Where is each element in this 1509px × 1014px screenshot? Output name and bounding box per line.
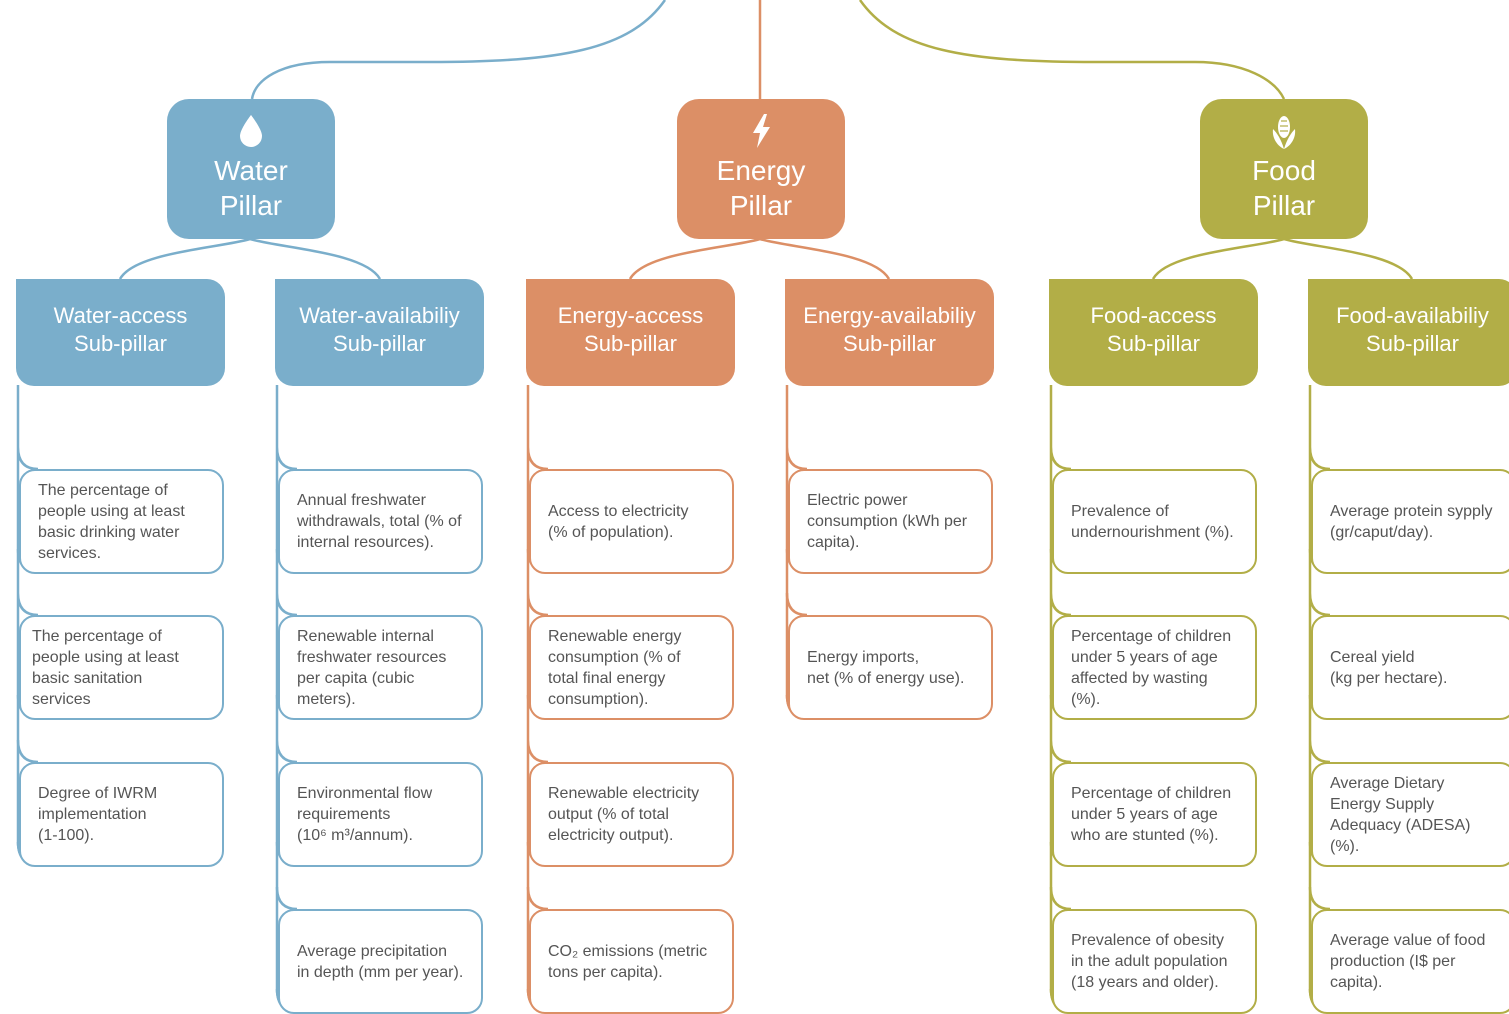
indicator-text: Percentage of children under 5 years of … — [1071, 627, 1232, 708]
water-drop-icon — [240, 115, 262, 147]
indicator-box: Renewable energy consumption (% of total… — [529, 615, 734, 720]
indicator-text: Energy imports, net (% of energy use). — [807, 648, 965, 687]
indicator-box: Degree of IWRM implementation (1-100). — [19, 762, 224, 867]
subpillar-sublabel: Sub-pillar — [843, 331, 936, 356]
indicator-box: Annual freshwater withdrawals, total (% … — [278, 469, 483, 574]
indicator-text: Average Dietary Energy Supply Adequacy (… — [1330, 774, 1471, 855]
subpillar-food-availability: Food-availabiliy Sub-pillar — [1308, 279, 1509, 386]
connector-column-1 — [275, 385, 298, 911]
corn-icon — [1272, 116, 1296, 149]
indicator-box: Access to electricity (% of population). — [529, 469, 734, 574]
subpillar-label: Energy-availabiliy — [803, 303, 976, 328]
connector-pillar-energy-right — [759, 237, 891, 280]
water-pillar-line1: Water — [214, 155, 288, 186]
indicator-box: Prevalence of obesity in the adult popul… — [1052, 909, 1257, 1014]
indicator-box: Cereal yield (kg per hectare). — [1311, 615, 1509, 720]
subpillar-energy-availability: Energy-availabiliy Sub-pillar — [785, 279, 994, 386]
indicator-box: Average precipitation in depth (mm per y… — [278, 909, 483, 1014]
subpillar-label: Water-availabiliy — [299, 303, 460, 328]
indicator-text: The percentage of people using at least … — [38, 481, 185, 562]
indicator-box: Percentage of children under 5 years of … — [1052, 762, 1257, 867]
indicator-box: The percentage of people using at least … — [19, 469, 224, 574]
indicator-text: Average value of food production (I$ per… — [1330, 932, 1486, 991]
indicator-box: Renewable internal freshwater resources … — [278, 615, 483, 720]
subpillar-sublabel: Sub-pillar — [1366, 331, 1459, 356]
indicator-text: Access to electricity (% of population). — [548, 502, 689, 541]
indicator-box: Energy imports, net (% of energy use). — [788, 615, 993, 720]
connector-root-food — [858, 0, 1286, 100]
indicator-text: The percentage of people using at least … — [32, 627, 179, 708]
subpillar-sublabel: Sub-pillar — [1107, 331, 1200, 356]
energy-pillar: Energy Pillar — [677, 99, 845, 239]
indicator-text: Percentage of children under 5 years of … — [1071, 785, 1232, 844]
indicator-text: Annual freshwater withdrawals, total (% … — [297, 492, 462, 551]
food-pillar-line1: Food — [1252, 155, 1316, 186]
connector-column-4 — [1049, 385, 1072, 911]
indicator-text: Renewable energy consumption (% of total… — [548, 627, 682, 708]
subpillar-label: Energy-access — [557, 303, 704, 328]
indicator-text: Average precipitation in depth (mm per y… — [297, 942, 464, 981]
subpillar-label: Water-access — [53, 303, 188, 328]
indicator-text: Renewable electricity output (% of total… — [548, 785, 700, 844]
subpillar-sublabel: Sub-pillar — [74, 331, 167, 356]
indicator-box: Average value of food production (I$ per… — [1311, 909, 1509, 1014]
indicator-box: Average Dietary Energy Supply Adequacy (… — [1311, 762, 1509, 867]
indicator-text: Renewable internal freshwater resources … — [297, 627, 447, 708]
subpillar-water-availability: Water-availabiliy Sub-pillar — [275, 279, 484, 386]
water-pillar-line2: Pillar — [219, 190, 283, 221]
food-pillar-line2: Pillar — [1252, 190, 1316, 221]
indicator-box: Prevalence of undernourishment (%). — [1052, 469, 1257, 574]
connector-pillar-food-left — [1151, 237, 1285, 280]
subpillar-label: Food-access — [1090, 303, 1217, 328]
indicator-box: Renewable electricity output (% of total… — [529, 762, 734, 867]
indicator-text: CO₂ emissions (metric tons per capita). — [548, 942, 708, 981]
lightning-bolt-icon — [753, 114, 770, 148]
energy-pillar-line2: Pillar — [729, 190, 793, 221]
indicator-text: Electric power consumption (kWh per capi… — [807, 492, 968, 551]
indicator-text: Prevalence of obesity in the adult popul… — [1071, 932, 1228, 991]
indicator-box: The percentage of people using at least … — [19, 615, 224, 720]
indicator-text: Environmental flow requirements (10⁶ m³/… — [297, 785, 433, 844]
connector-pillar-energy-left — [628, 237, 761, 280]
indicator-text: Average protein sypply (gr/caput/day). — [1330, 502, 1493, 541]
indicator-box: Percentage of children under 5 years of … — [1052, 615, 1257, 720]
subpillar-food-access: Food-access Sub-pillar — [1049, 279, 1258, 386]
connector-column-5 — [1308, 385, 1331, 911]
indicator-box: Environmental flow requirements (10⁶ m³/… — [278, 762, 483, 867]
energy-pillar-line1: Energy — [716, 155, 806, 186]
connector-pillar-water-left — [118, 237, 251, 280]
indicator-box: Average protein sypply (gr/caput/day). — [1311, 469, 1509, 574]
energy-pillar-title: Energy Pillar — [717, 153, 806, 223]
indicator-box: Electric power consumption (kWh per capi… — [788, 469, 993, 574]
indicator-box: CO₂ emissions (metric tons per capita). — [529, 909, 734, 1014]
water-pillar: Water Pillar — [167, 99, 335, 239]
water-pillar-title: Water Pillar — [214, 153, 288, 223]
indicator-text: Prevalence of undernourishment (%). — [1071, 502, 1234, 541]
connector-column-2 — [526, 385, 549, 911]
subpillar-sublabel: Sub-pillar — [584, 331, 677, 356]
subpillar-sublabel: Sub-pillar — [333, 331, 426, 356]
subpillar-energy-access: Energy-access Sub-pillar — [526, 279, 735, 386]
connector-pillar-food-right — [1283, 237, 1414, 280]
indicator-text: Degree of IWRM implementation (1-100). — [38, 785, 158, 844]
connector-pillar-water-right — [249, 237, 382, 280]
subpillar-label: Food-availabiliy — [1336, 303, 1489, 328]
indicator-text: Cereal yield (kg per hectare). — [1330, 648, 1448, 687]
connector-root-water — [250, 0, 667, 100]
food-pillar-title: Food Pillar — [1252, 153, 1316, 223]
subpillar-water-access: Water-access Sub-pillar — [16, 279, 225, 386]
food-pillar: Food Pillar — [1200, 99, 1368, 239]
